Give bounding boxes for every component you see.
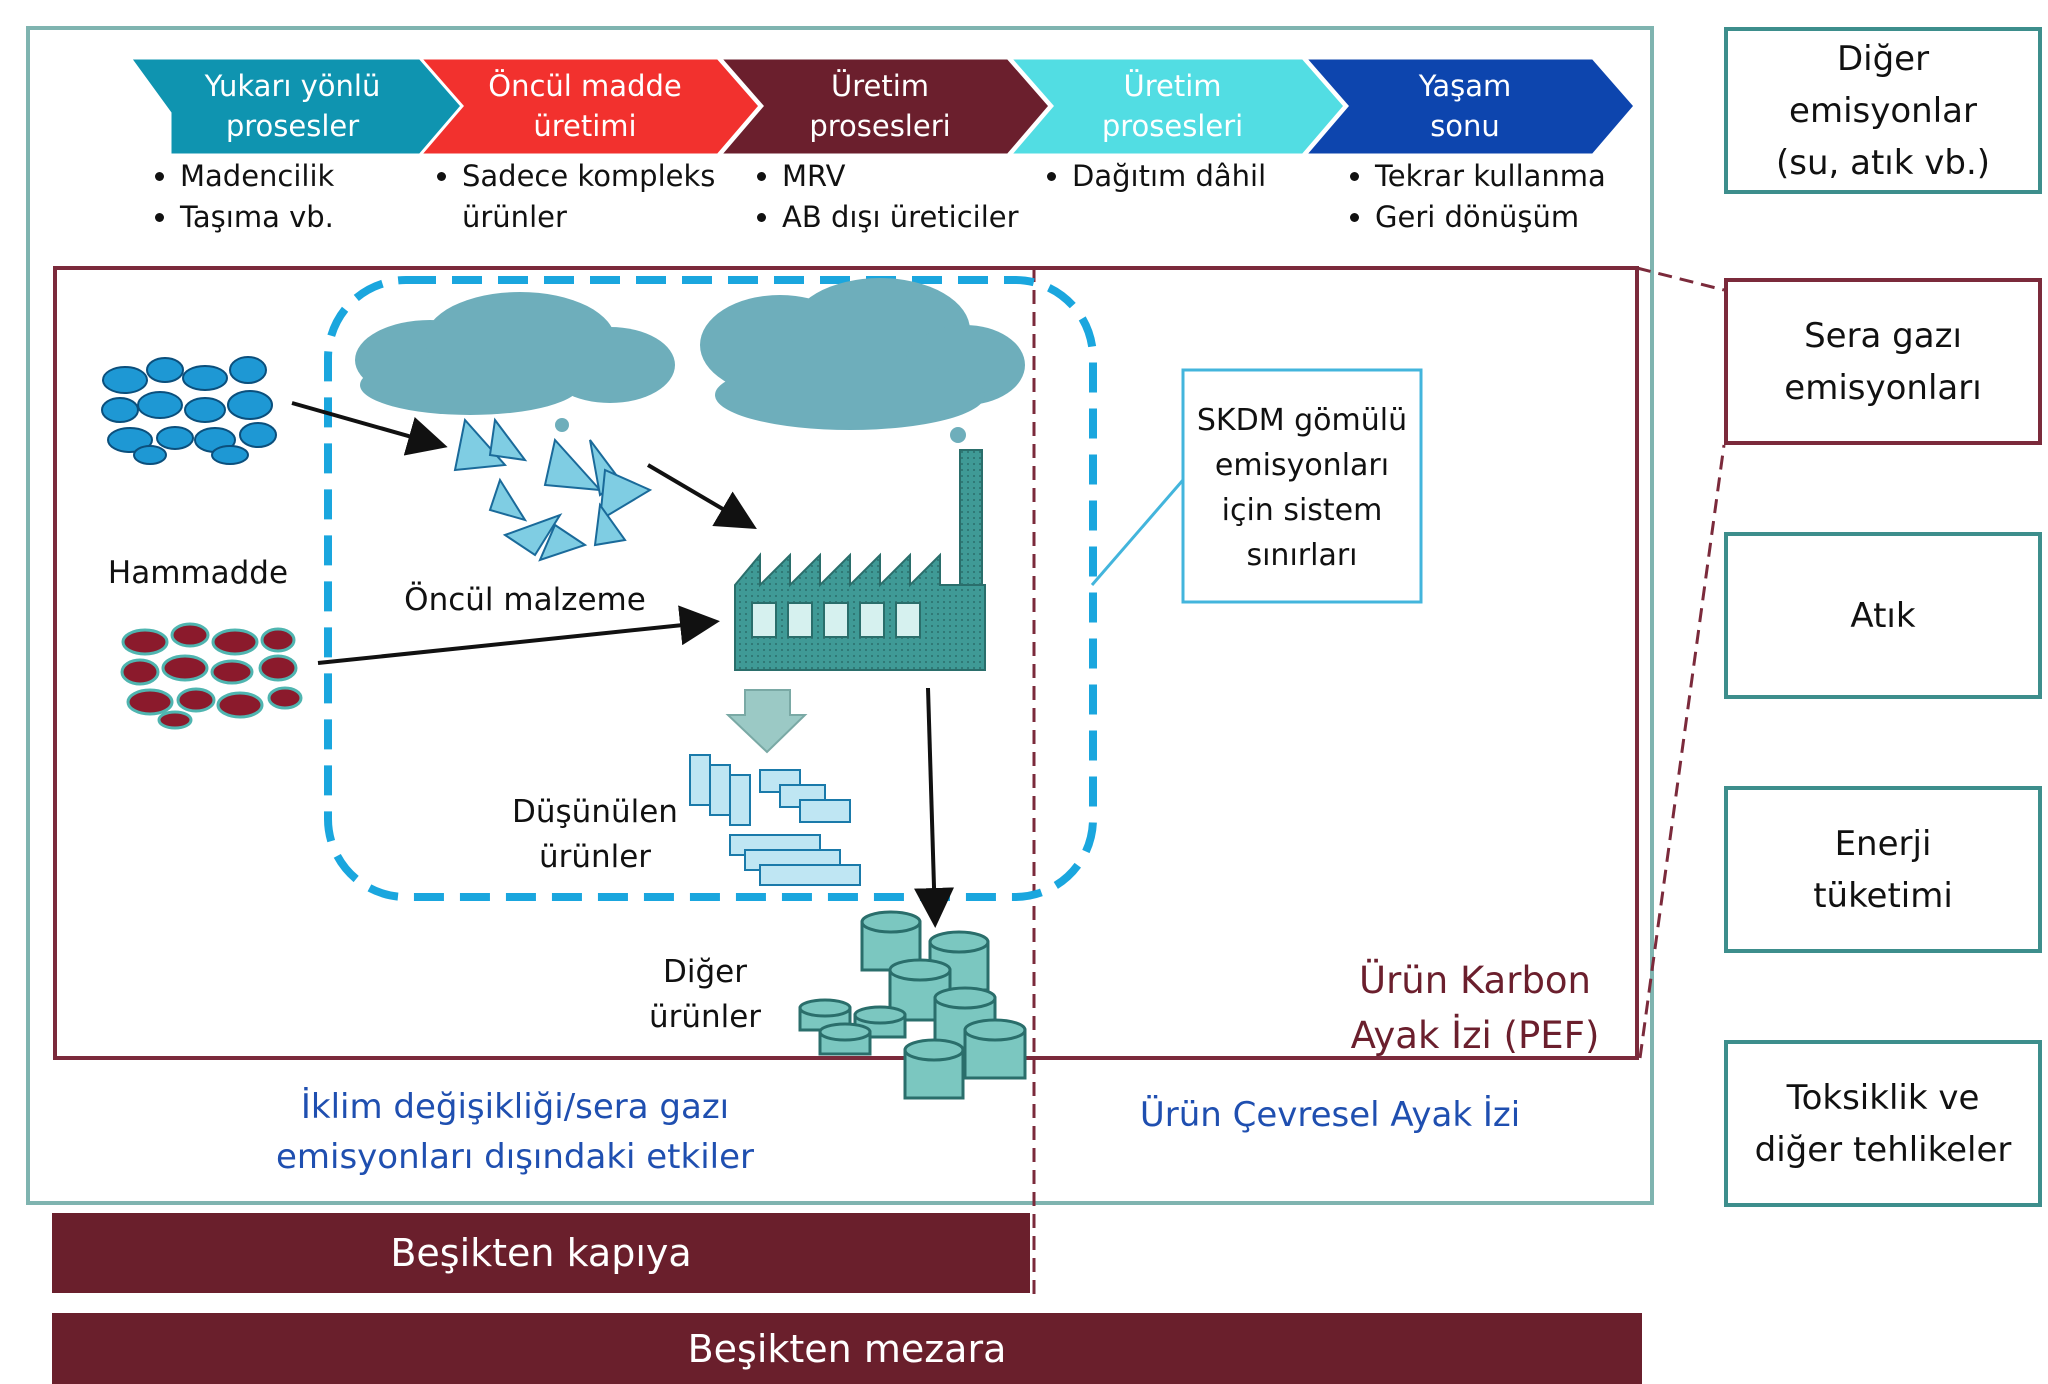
chevron-stage-2 — [416, 56, 762, 157]
down-arrow-icon — [725, 689, 808, 754]
skdm-callout-text: SKDM gömülü emisyonları için sistem sını… — [1196, 403, 1408, 573]
considered-products — [689, 754, 861, 886]
stage-label-1: Yukarı yönlü prosesler — [204, 69, 381, 143]
cloud-right — [700, 278, 1025, 430]
skdm-callout-box — [1181, 368, 1423, 604]
stage-bullet: MRV — [782, 156, 1019, 197]
stage-bullet: Taşıma vb. — [180, 197, 334, 238]
skdm-callout-pointer — [1090, 479, 1185, 586]
stage-bullet: AB dışı üreticiler — [782, 197, 1019, 238]
chevron-stage-5 — [1301, 56, 1637, 157]
other-products — [798, 910, 1027, 1100]
stage-bullets-1: MadencilikTaşıma vb. — [148, 156, 334, 238]
arrow-raw-to-factory — [317, 605, 720, 665]
stage-bullet: Tekrar kullanma — [1375, 156, 1606, 197]
side-box-toksiklik: Toksiklik ve diğer tehlikeler — [1724, 1040, 2042, 1207]
stage-bullet: Madencilik — [180, 156, 334, 197]
arrow-raw-to-precursor — [291, 401, 448, 456]
cevresel-label: Ürün Çevresel Ayak İzi — [1139, 1095, 1521, 1135]
stage-bullet: Sadece kompleks ürünler — [462, 156, 715, 238]
arrow-precursor-to-factory — [646, 463, 757, 530]
factory — [734, 449, 986, 671]
stage-bullet: Geri dönüşüm — [1375, 197, 1606, 238]
sera-connector-top — [1636, 266, 1725, 292]
smoke-puff — [555, 418, 569, 432]
stage-bullet: Dağıtım dâhil — [1072, 156, 1266, 197]
pef-frame — [53, 266, 1639, 1060]
chevron-stage-3 — [716, 56, 1052, 157]
diger-urunler-label: Diğer ürünler — [648, 954, 762, 1035]
dusunulen-urunler-label: Düşünülen ürünler — [512, 794, 678, 875]
hammadde-label: Hammadde — [107, 555, 289, 591]
chevron-stage-4 — [1006, 56, 1347, 157]
side-box-enerji: Enerji tüketimi — [1724, 786, 2042, 953]
side-box-atik: Atık — [1724, 532, 2042, 699]
sera-connector-bottom — [1638, 444, 1726, 1059]
side-box-diger-emisyonlar: Diğer emisyonlar (su, atık vb.) — [1724, 27, 2042, 194]
precursor-crystals — [453, 417, 653, 562]
iklim-label: İklim değişikliği/sera gazı emisyonları … — [275, 1087, 754, 1177]
process-chevrons — [127, 56, 1637, 157]
cloud-left — [355, 292, 675, 415]
stage-label-2: Öncül madde üretimi — [488, 69, 682, 143]
raw-material-red — [120, 622, 303, 730]
bar-cradle-to-gate: Beşikten kapıya — [52, 1213, 1030, 1293]
pef-label: Ürün Karbon Ayak İzi (PEF) — [1350, 959, 1600, 1057]
oncul-malzeme-label: Öncül malzeme — [404, 582, 646, 618]
bar-cradle-to-grave: Beşikten mezara — [52, 1313, 1642, 1384]
stage-label-5: Yaşam sonu — [1418, 69, 1512, 143]
stage-bullets-4: Dağıtım dâhil — [1040, 156, 1266, 197]
stage-label-4: Üretim prosesleri — [1101, 69, 1244, 143]
stage-bullets-2: Sadece kompleks ürünler — [430, 156, 715, 238]
skdm-boundary — [324, 276, 1097, 901]
side-box-sera-gazi: Sera gazı emisyonları — [1724, 278, 2042, 445]
stage-bullets-5: Tekrar kullanmaGeri dönüşüm — [1343, 156, 1606, 238]
arrow-factory-to-other — [914, 687, 955, 928]
stage-label-3: Üretim prosesleri — [809, 69, 951, 143]
raw-material-blue — [101, 356, 277, 465]
stage-bullets-3: MRVAB dışı üreticiler — [750, 156, 1019, 238]
smoke-puff — [950, 427, 966, 443]
outer-frame — [26, 26, 1654, 1205]
